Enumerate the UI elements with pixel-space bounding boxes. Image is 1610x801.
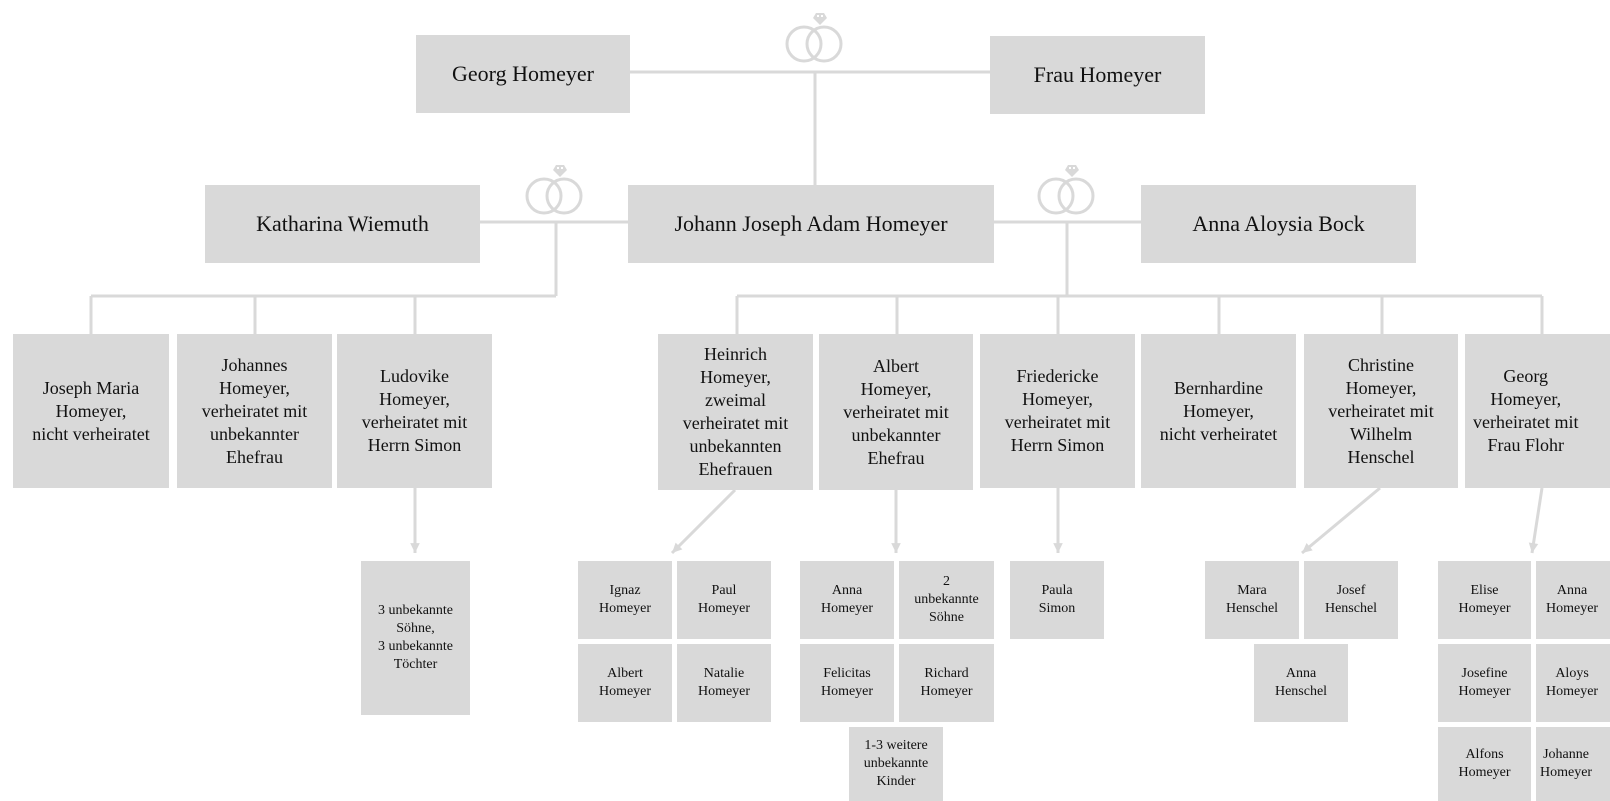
person-anna-homeyer-albert: Anna Homeyer bbox=[800, 561, 894, 639]
descent-arrow-line bbox=[1301, 486, 1381, 555]
wedding-rings-icon bbox=[525, 165, 583, 215]
children-ludovike-simon: 3 unbekannte Söhne, 3 unbekannte Töchter bbox=[361, 561, 470, 715]
person-johann-joseph-adam-homeyer: Johann Joseph Adam Homeyer bbox=[628, 185, 994, 263]
person-georg-homeyer-sr: Georg Homeyer bbox=[416, 35, 630, 113]
person-anna-aloysia-bock: Anna Aloysia Bock bbox=[1141, 185, 1416, 263]
person-paula-simon: Paula Simon bbox=[1010, 561, 1104, 639]
person-ignaz-homeyer: Ignaz Homeyer bbox=[578, 561, 672, 639]
person-aloys-homeyer: Aloys Homeyer bbox=[1536, 644, 1610, 722]
person-frau-homeyer: Frau Homeyer bbox=[990, 36, 1205, 114]
person-natalie-homeyer: Natalie Homeyer bbox=[677, 644, 771, 722]
person-paul-homeyer: Paul Homeyer bbox=[677, 561, 771, 639]
wedding-rings-icon bbox=[785, 13, 843, 63]
arrowhead bbox=[1053, 543, 1063, 553]
person-elise-homeyer: Elise Homeyer bbox=[1438, 561, 1531, 639]
descent-arrow-line bbox=[1530, 487, 1544, 554]
person-albert-homeyer: Albert Homeyer, verheiratet mit unbekann… bbox=[819, 334, 973, 490]
person-josefine-homeyer: Josefine Homeyer bbox=[1438, 644, 1531, 722]
person-mara-henschel: Mara Henschel bbox=[1205, 561, 1299, 639]
person-ludovike-homeyer: Ludovike Homeyer, verheiratet mit Herrn … bbox=[337, 334, 492, 488]
person-anna-homeyer-georg: Anna Homeyer bbox=[1536, 561, 1610, 639]
person-christine-homeyer: Christine Homeyer, verheiratet mit Wilhe… bbox=[1304, 334, 1458, 488]
arrowhead bbox=[672, 542, 683, 553]
person-felicitas-homeyer: Felicitas Homeyer bbox=[800, 644, 894, 722]
children-two-unknown-sons: 2 unbekannte Söhne bbox=[899, 561, 994, 639]
person-bernhardine-homeyer: Bernhardine Homeyer, nicht verheiratet bbox=[1141, 334, 1296, 488]
person-alfons-homeyer: Alfons Homeyer bbox=[1438, 727, 1531, 801]
person-heinrich-homeyer: Heinrich Homeyer, zweimal verheiratet mi… bbox=[658, 334, 813, 490]
arrowhead bbox=[891, 543, 901, 553]
wedding-rings-icon bbox=[1037, 165, 1095, 215]
person-richard-homeyer: Richard Homeyer bbox=[899, 644, 994, 722]
person-georg-homeyer-jr: Georg Homeyer, verheiratet mit Frau Floh… bbox=[1465, 334, 1610, 488]
arrowhead bbox=[410, 543, 420, 553]
person-josef-henschel: Josef Henschel bbox=[1304, 561, 1398, 639]
arrowhead bbox=[1302, 542, 1313, 553]
children-further-unknown: 1-3 weitere unbekannte Kinder bbox=[849, 727, 943, 801]
person-friedericke-homeyer: Friedericke Homeyer, verheiratet mit Her… bbox=[980, 334, 1135, 488]
person-joseph-maria-homeyer: Joseph Maria Homeyer, nicht verheiratet bbox=[13, 334, 169, 488]
descent-arrow-line bbox=[670, 488, 737, 555]
person-katharina-wiemuth: Katharina Wiemuth bbox=[205, 185, 480, 263]
person-albert-homeyer-child: Albert Homeyer bbox=[578, 644, 672, 722]
person-johannes-homeyer: Johannes Homeyer, verheiratet mit unbeka… bbox=[177, 334, 332, 488]
arrowhead bbox=[1528, 542, 1539, 553]
person-anna-henschel: Anna Henschel bbox=[1254, 644, 1348, 722]
person-johanne-homeyer: Johanne Homeyer bbox=[1536, 727, 1610, 801]
